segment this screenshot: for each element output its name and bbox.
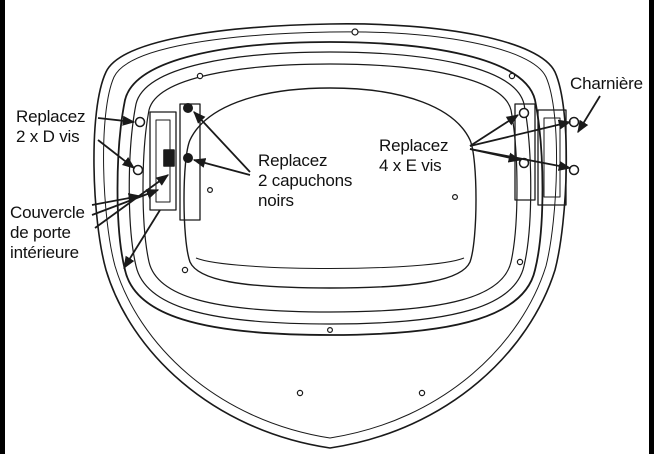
arrow-icon [91, 193, 142, 206]
label-hinge: Charnière [570, 74, 643, 93]
black-cap-icon [183, 103, 193, 113]
door-glass-lower-edge [195, 257, 465, 269]
arrow-icon [192, 158, 251, 176]
screw-icon [518, 107, 530, 119]
arrow-icon [97, 139, 135, 169]
rivet [516, 258, 524, 266]
hinge-body-inner [543, 117, 561, 198]
rivet [196, 72, 204, 80]
rivet [351, 28, 359, 36]
window-ring-3 [142, 63, 518, 313]
frame-border-left [0, 0, 5, 454]
screw-icon [132, 164, 144, 176]
frame-border-right [649, 0, 654, 454]
arrow-icon [123, 209, 161, 270]
door-shell-inner-edge [103, 31, 557, 439]
arrow-icon [577, 95, 601, 134]
latch-block [163, 149, 175, 167]
window-ring-outer [116, 41, 544, 336]
rivet [452, 194, 459, 201]
arrow-icon [91, 189, 160, 216]
arrow-icon [469, 119, 572, 147]
rivet [327, 327, 334, 334]
rivet [418, 389, 426, 397]
rivet [207, 187, 214, 194]
black-cap-icon [183, 153, 193, 163]
arrow-icon [97, 115, 136, 126]
arrow-icon [469, 148, 572, 171]
door-glass [183, 87, 477, 289]
label-replace-e-screws: Replacez 4 x E vis [379, 136, 449, 175]
screw-icon [568, 116, 580, 128]
label-replace-d-screws: Replacez 2 x D vis [16, 107, 86, 146]
arrow-icon [193, 111, 251, 173]
label-inner-door-cover: Couvercle de porte intérieure [10, 203, 85, 262]
hinge-body [537, 109, 567, 206]
screw-icon [134, 116, 146, 128]
left-hinge-plate [179, 103, 201, 221]
arrow-icon [469, 114, 520, 147]
rivet [508, 72, 516, 80]
rivet [181, 266, 189, 274]
screw-icon [568, 164, 580, 176]
right-hinge-plate [514, 103, 536, 201]
rivet [296, 389, 304, 397]
label-replace-black-caps: Replacez 2 capuchons noirs [258, 151, 353, 210]
arrow-icon [94, 174, 170, 229]
left-bracket [149, 111, 177, 211]
door-outer-shell [93, 23, 568, 449]
